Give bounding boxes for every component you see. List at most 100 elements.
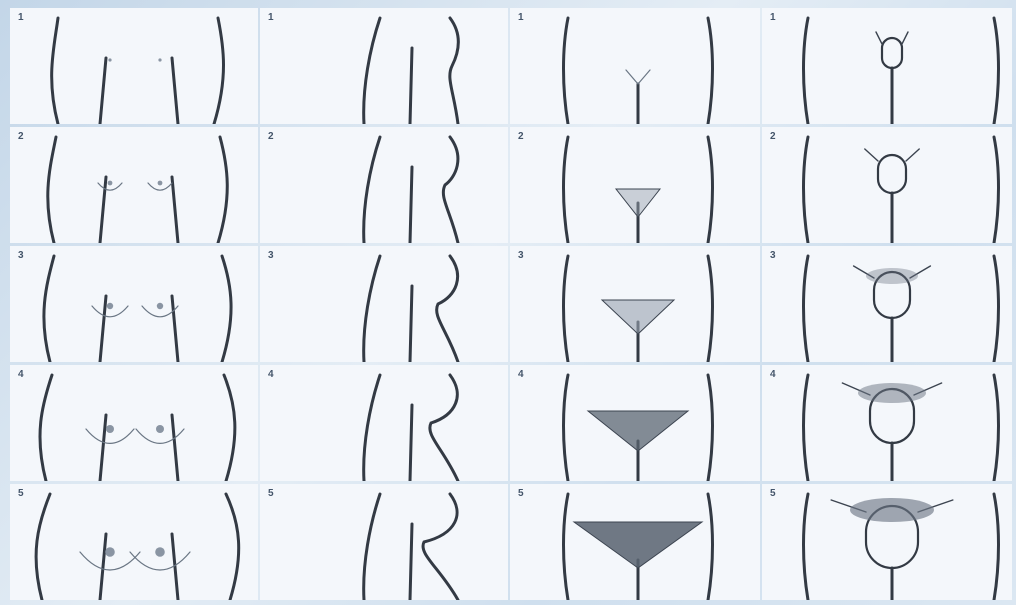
- illustration: [10, 484, 258, 600]
- arm-left-line: [100, 58, 106, 124]
- stage-number: 5: [770, 488, 776, 499]
- chest-profile-line: [450, 18, 459, 124]
- panel-female-pubic-stage-3: 3: [510, 246, 760, 362]
- torso-left-outline: [48, 137, 56, 243]
- illustration: [10, 365, 258, 481]
- stage-number: 4: [18, 369, 24, 380]
- chest-profile-line: [430, 375, 458, 481]
- torso-left-outline: [36, 494, 50, 600]
- illustration: [762, 484, 1012, 600]
- arm-right-line: [172, 296, 178, 362]
- torso-right-outline: [226, 494, 239, 600]
- arm-left-line: [100, 415, 106, 481]
- hip-right-outline: [994, 18, 999, 124]
- illustration: [260, 484, 508, 600]
- hip-right-outline: [708, 137, 713, 243]
- stage-number: 4: [518, 369, 524, 380]
- illustration: [510, 8, 760, 124]
- hip-left-outline: [564, 375, 569, 481]
- stage-number: 1: [268, 12, 274, 23]
- chest-profile-line: [437, 256, 458, 362]
- panel-female-pubic-stage-2: 2: [510, 127, 760, 243]
- stage-number: 2: [18, 131, 24, 142]
- arm-right-line: [172, 58, 178, 124]
- hip-left-outline: [804, 494, 809, 600]
- hip-left-outline: [804, 18, 809, 124]
- hip-left-outline: [564, 137, 569, 243]
- arm-left-line: [100, 534, 106, 600]
- hip-right-outline: [708, 494, 713, 600]
- stage-number: 4: [268, 369, 274, 380]
- panel-female-pubic-stage-4: 4: [510, 365, 760, 481]
- illustration: [10, 246, 258, 362]
- illustration: [762, 365, 1012, 481]
- nipple-right: [158, 181, 163, 186]
- hip-right-outline: [994, 375, 999, 481]
- stage-number: 1: [770, 12, 776, 23]
- pubic-hair-patch: [858, 383, 926, 403]
- panel-breast-side-stage-3: 3: [260, 246, 508, 362]
- arm-line: [410, 167, 412, 243]
- arm-left-line: [100, 296, 106, 362]
- chest-profile-line: [443, 137, 458, 243]
- hip-left-outline: [564, 18, 569, 124]
- stage-number: 1: [518, 12, 524, 23]
- panel-male-genital-stage-5: 5: [762, 484, 1012, 600]
- panel-male-genital-stage-1: 1: [762, 8, 1012, 124]
- illustration: [10, 127, 258, 243]
- hip-right-outline: [994, 137, 999, 243]
- nipple-left: [107, 303, 113, 309]
- stage-number: 5: [268, 488, 274, 499]
- panel-male-genital-stage-3: 3: [762, 246, 1012, 362]
- arm-left-line: [100, 177, 106, 243]
- stage-number: 1: [18, 12, 24, 23]
- illustration: [762, 127, 1012, 243]
- panel-breast-side-stage-2: 2: [260, 127, 508, 243]
- torso-left-outline: [40, 375, 52, 481]
- pubic-hair-patch: [574, 522, 702, 568]
- back-line: [364, 18, 380, 124]
- hip-left-outline: [564, 256, 569, 362]
- hip-right-outline: [708, 256, 713, 362]
- panel-female-pubic-stage-1: 1: [510, 8, 760, 124]
- nipple-right: [156, 425, 164, 433]
- genital-outline: [878, 155, 906, 193]
- pubic-hair-patch: [588, 411, 688, 451]
- panel-breast-front-stage-1: 1: [10, 8, 258, 124]
- nipple-left: [105, 547, 115, 557]
- nipple-right: [157, 303, 163, 309]
- stage-number: 3: [18, 250, 24, 261]
- torso-left-outline: [52, 18, 58, 124]
- back-line: [364, 375, 380, 481]
- back-line: [364, 137, 380, 243]
- illustration: [762, 246, 1012, 362]
- illustration: [260, 365, 508, 481]
- illustration: [510, 246, 760, 362]
- illustration: [762, 8, 1012, 124]
- stage-number: 2: [770, 131, 776, 142]
- stage-number: 4: [770, 369, 776, 380]
- torso-right-outline: [214, 18, 224, 124]
- stage-number: 3: [770, 250, 776, 261]
- illustration: [510, 127, 760, 243]
- arm-line: [410, 405, 412, 481]
- chest-profile-line: [423, 494, 458, 600]
- hip-right-outline: [994, 494, 999, 600]
- nipple-left: [108, 58, 111, 61]
- nipple-right: [158, 58, 161, 61]
- hip-right-outline: [994, 256, 999, 362]
- panel-breast-front-stage-4: 4: [10, 365, 258, 481]
- arm-line: [410, 524, 412, 600]
- stage-number: 2: [268, 131, 274, 142]
- panel-breast-front-stage-5: 5: [10, 484, 258, 600]
- nipple-left: [106, 425, 114, 433]
- vulva-outline: [626, 70, 650, 84]
- torso-left-outline: [44, 256, 54, 362]
- panel-breast-front-stage-2: 2: [10, 127, 258, 243]
- arm-line: [410, 48, 412, 124]
- stage-number: 2: [518, 131, 524, 142]
- illustration: [10, 8, 258, 124]
- back-line: [364, 256, 380, 362]
- stage-number: 3: [518, 250, 524, 261]
